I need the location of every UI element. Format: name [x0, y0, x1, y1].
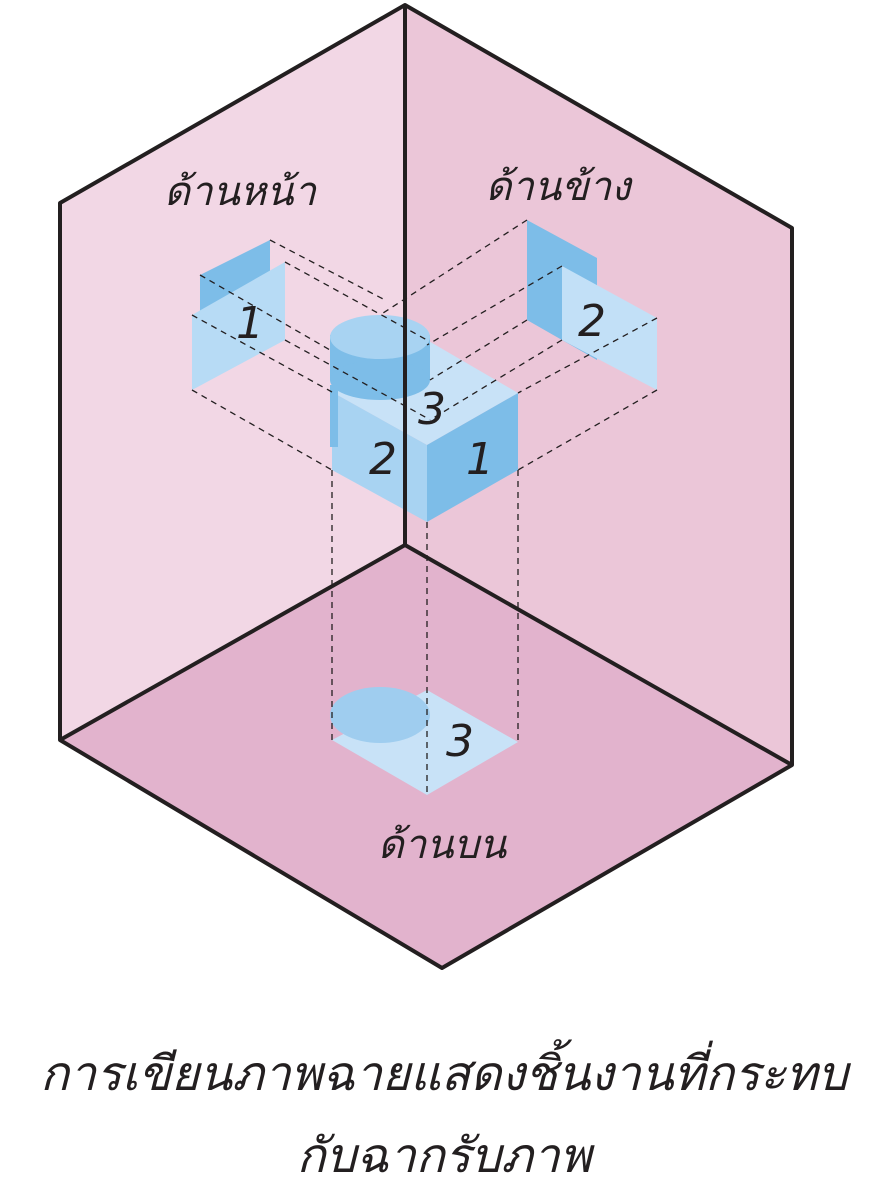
side-view-projection: [527, 220, 657, 390]
side-plane-label: ด้านข้าง: [485, 164, 633, 210]
cube-right-face: [427, 393, 518, 522]
cube-top-face: [332, 340, 518, 445]
front-view-lower-block: [192, 262, 285, 390]
caption-line-2: กับฉากรับภาพ: [297, 1128, 595, 1184]
front-view-projection: [192, 240, 285, 390]
front-plane-label: ด้านหน้า: [164, 169, 317, 215]
cube-right-number: 1: [466, 434, 494, 485]
top-view-projection: [330, 687, 518, 795]
cylinder-shadow-strip: [330, 385, 338, 447]
caption-line-1: การเขียนภาพฉายแสดงชิ้นงานที่กระทบ: [40, 1039, 851, 1102]
projection-planes: [60, 5, 792, 968]
top-plane-label: ด้านบน: [378, 822, 508, 868]
cylinder-bottom-edge: [330, 360, 430, 400]
top-view-number: 3: [446, 716, 474, 767]
plane-edges: [58, 3, 794, 970]
side-view-light-panel: [562, 266, 657, 390]
cylinder-top: [330, 315, 430, 359]
side-projection-plane: [405, 5, 792, 765]
top-view-circle: [330, 687, 430, 743]
front-projection-plane: [60, 5, 405, 740]
side-view-number: 2: [578, 296, 606, 347]
cube-left-number: 2: [369, 434, 397, 485]
cube-top-number: 3: [418, 384, 446, 435]
front-view-number: 1: [236, 298, 264, 349]
